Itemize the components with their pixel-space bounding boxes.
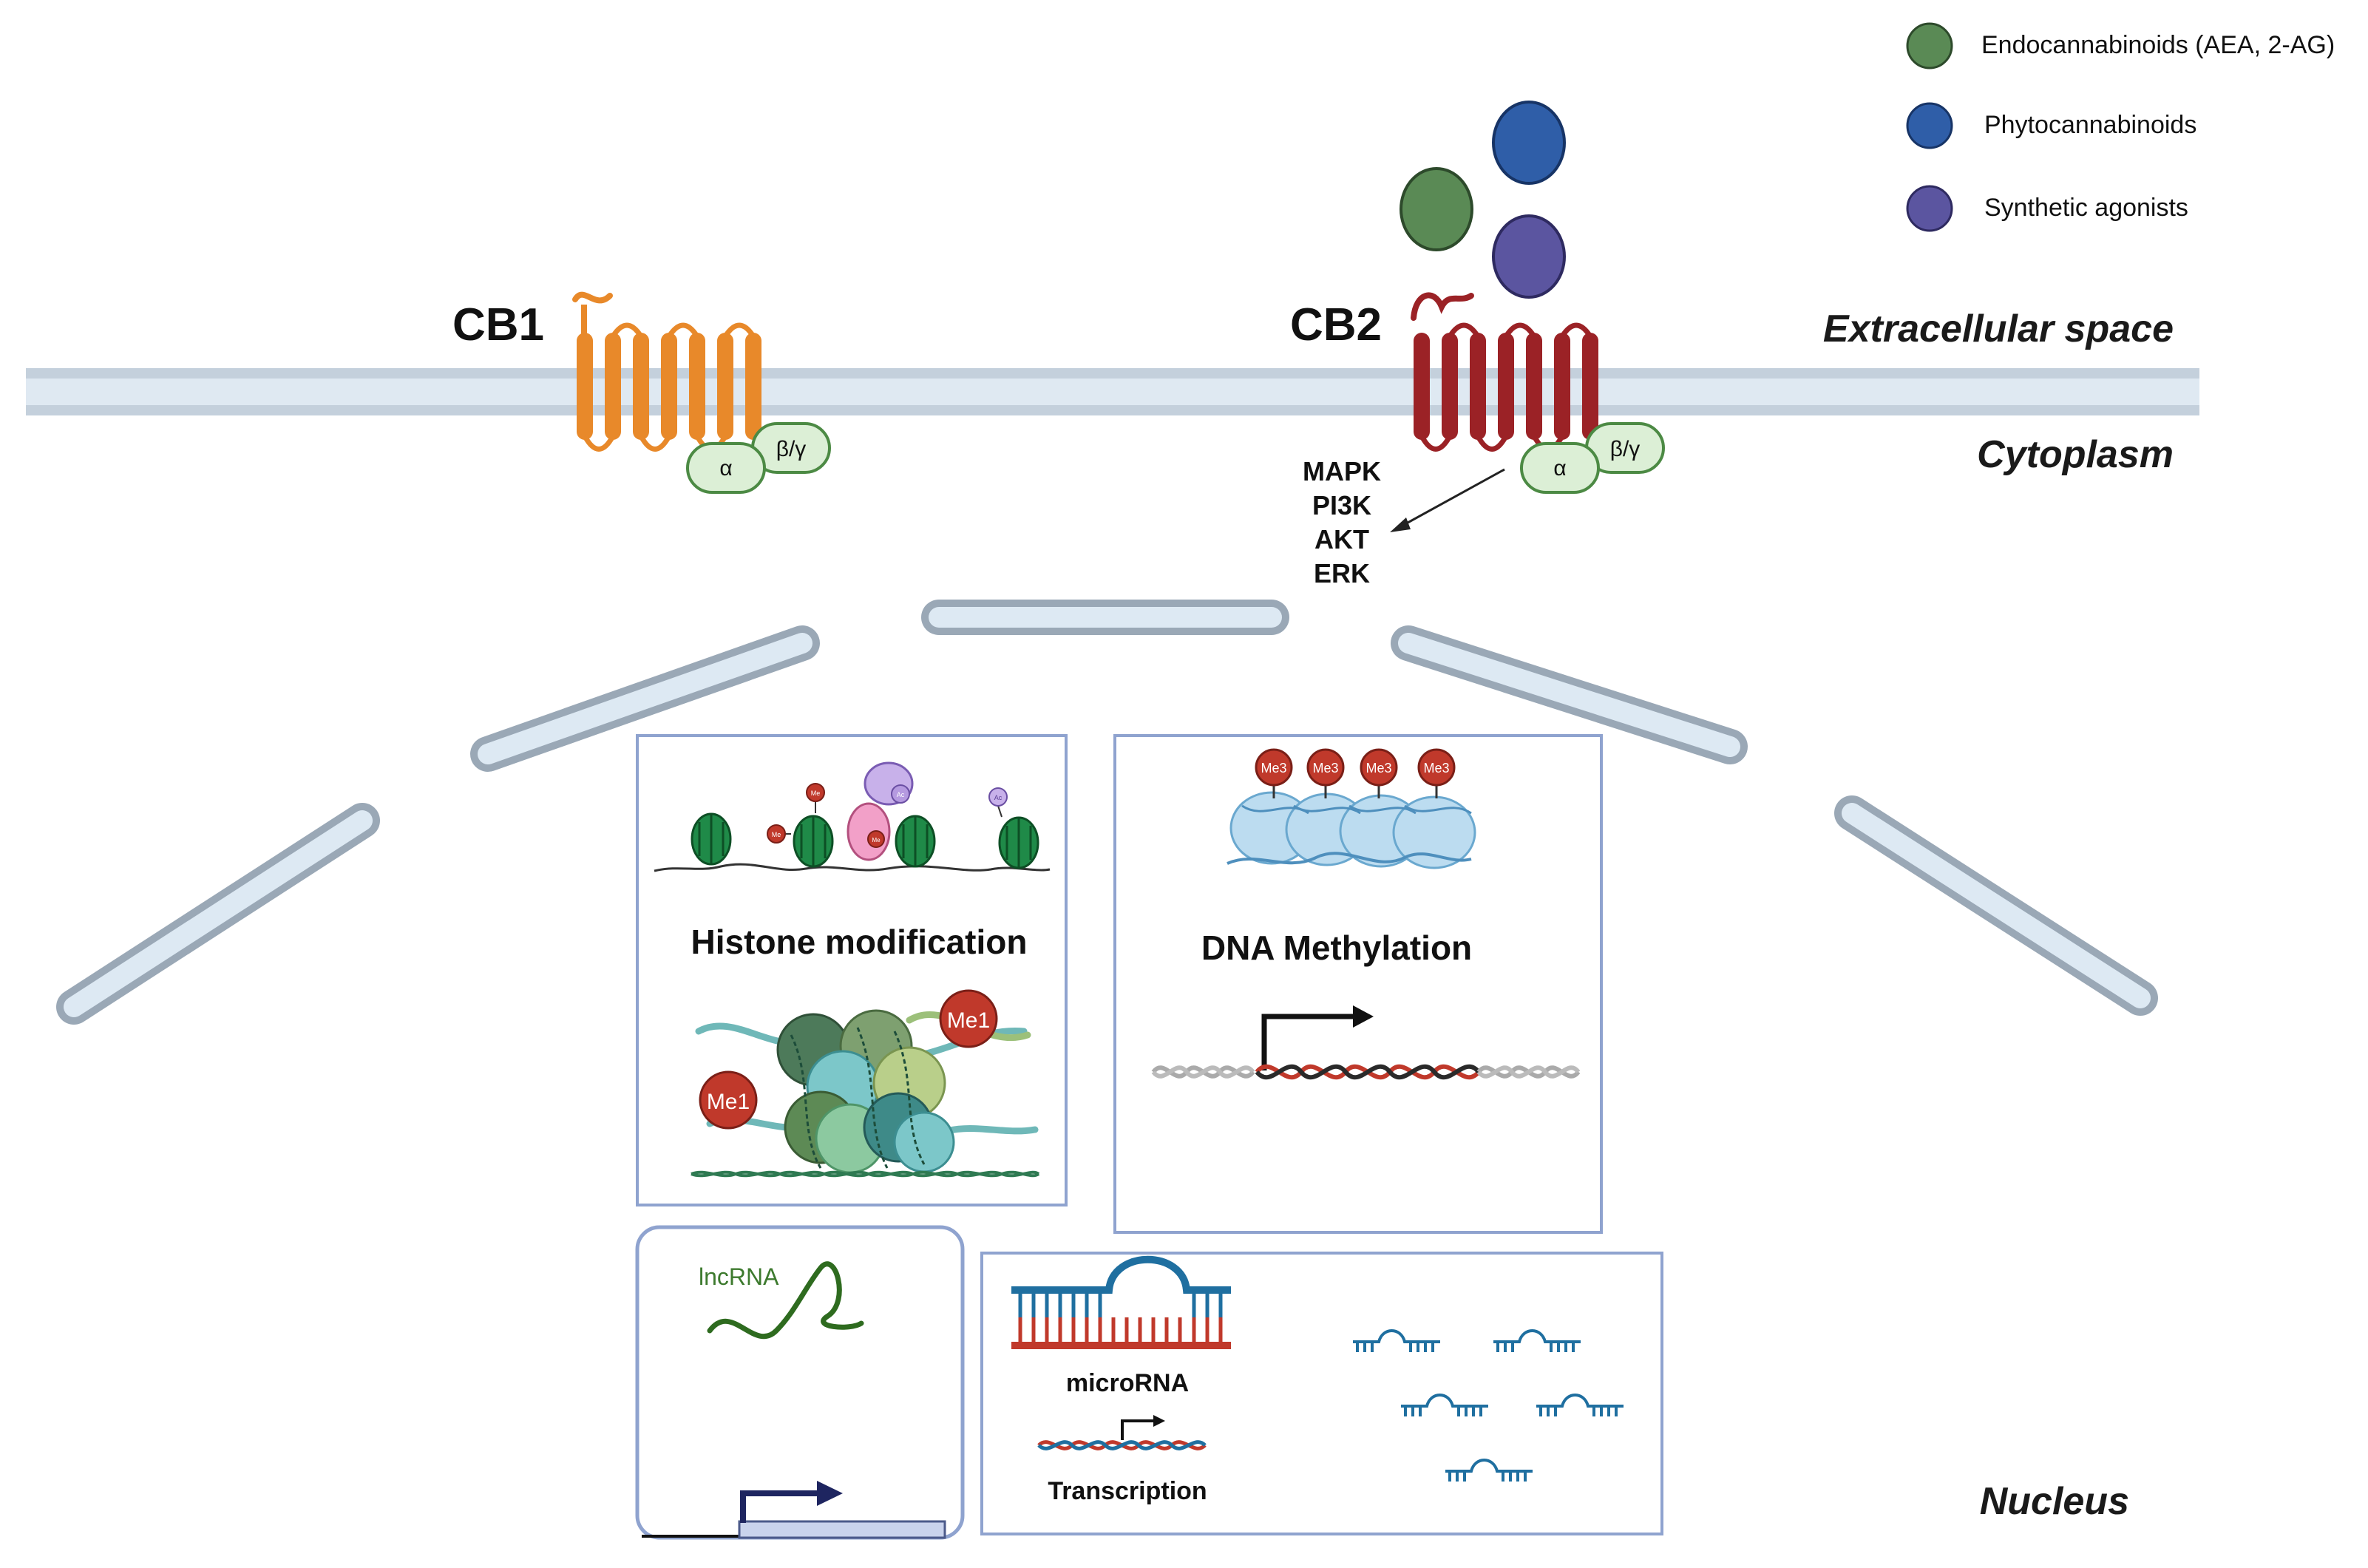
svg-text:Me3: Me3 — [1312, 761, 1338, 775]
envelope-segment-1 — [56, 803, 380, 1025]
legend-endocannabinoid-dot — [1906, 22, 1953, 69]
histone-me-mark: Me — [806, 783, 825, 813]
cb1-g-alpha-label: α — [719, 456, 732, 481]
phytocannabinoid-ligand — [1492, 101, 1566, 185]
cb2-g-protein: β/γ α — [1520, 422, 1665, 494]
me1-mark-right: Me1 — [939, 989, 998, 1048]
plasma-membrane — [26, 368, 2199, 415]
svg-text:Me3: Me3 — [1423, 761, 1449, 775]
legend-synthetic-label: Synthetic agonists — [1984, 194, 2188, 222]
synthetic-agonist-ligand — [1492, 214, 1566, 299]
legend-phytocannabinoid-label: Phytocannabinoids — [1984, 111, 2196, 139]
lncrna-strand — [707, 1261, 864, 1340]
svg-text:Me1: Me1 — [947, 1008, 990, 1033]
legend: Endocannabinoids (AEA, 2-AG) Phytocannab… — [1906, 22, 2335, 232]
me3-mark-3: Me3 — [1360, 748, 1398, 798]
mature-mirna — [1353, 1329, 1440, 1352]
nucleus-label: Nucleus — [1980, 1480, 2129, 1523]
dna-methylation-panel: Me3 Me3 Me3 Me3 DNA Methylation — [1113, 734, 1603, 1234]
mature-mirna-set — [1353, 1329, 1624, 1482]
dna-helix — [1151, 1064, 1581, 1080]
svg-text:Me3: Me3 — [1365, 761, 1391, 775]
histone-ac-mark: Ac — [891, 784, 910, 804]
signaling-arrow — [1390, 468, 1505, 532]
legend-endocannabinoid-label: Endocannabinoids (AEA, 2-AG) — [1981, 31, 2335, 59]
nuclear-envelope — [56, 600, 2158, 1025]
me3-mark-1: Me3 — [1255, 748, 1293, 798]
microrna-duplex — [1011, 1255, 1231, 1349]
mature-mirna — [1536, 1394, 1624, 1416]
histone-modification-panel: Me Me Me Ac Ac Histone modification — [636, 734, 1068, 1206]
envelope-segment-5 — [1834, 795, 2158, 1016]
svg-text:Me: Me — [811, 790, 821, 797]
cb1-label: CB1 — [452, 299, 544, 350]
svg-text:Me: Me — [772, 831, 781, 838]
dna-methylation-title: DNA Methylation — [1201, 929, 1472, 967]
promoter-arrow — [1261, 1005, 1374, 1070]
mature-mirna — [1445, 1459, 1533, 1482]
svg-text:Ac: Ac — [897, 791, 905, 798]
microrna-panel: microRNA Transcription — [980, 1252, 1663, 1535]
ligands — [1400, 101, 1566, 299]
svg-text:Me3: Me3 — [1261, 761, 1286, 775]
cb2-label: CB2 — [1290, 299, 1382, 350]
legend-phytocannabinoid-dot — [1906, 102, 1953, 149]
lncrna-label: lncRNA — [699, 1263, 779, 1290]
histone-ac-mark-2: Ac — [988, 787, 1008, 818]
pathway-akt: AKT — [1314, 524, 1369, 554]
transcription-label: Transcription — [1048, 1477, 1207, 1505]
histone-me-mark-3: Me — [867, 830, 885, 848]
histone-me-mark-2: Me — [767, 824, 791, 844]
nucleosome-bands — [698, 815, 1032, 867]
lncrna-panel: lncRNA — [635, 1225, 965, 1540]
cb1-g-protein: β/γ α — [686, 422, 831, 494]
cb1-g-betagamma-label: β/γ — [776, 437, 807, 461]
lncrna-gene — [642, 1481, 946, 1539]
pathway-pi3k: PI3K — [1312, 490, 1371, 520]
transcription-helix — [1037, 1415, 1207, 1450]
legend-synthetic-dot — [1906, 185, 1953, 232]
pathway-erk: ERK — [1314, 558, 1370, 588]
histone-modification-title: Histone modification — [691, 923, 1028, 961]
endocannabinoid-ligand — [1400, 167, 1473, 251]
mature-mirna — [1493, 1329, 1581, 1352]
envelope-segment-2 — [470, 625, 820, 772]
me3-mark-4: Me3 — [1417, 748, 1456, 798]
svg-text:Ac: Ac — [994, 794, 1003, 801]
histone-octamer — [691, 1009, 1040, 1178]
cb2-g-betagamma-label: β/γ — [1610, 437, 1641, 461]
svg-text:Me: Me — [872, 837, 881, 844]
microrna-label: microRNA — [1066, 1369, 1189, 1397]
extracellular-space-label: Extracellular space — [1823, 308, 2174, 350]
me3-mark-2: Me3 — [1306, 748, 1345, 798]
cb2-receptor — [1411, 292, 1598, 452]
pathway-list: MAPK PI3K AKT ERK — [1303, 456, 1381, 588]
svg-text:Me1: Me1 — [707, 1090, 750, 1114]
envelope-segment-4 — [1391, 625, 1748, 764]
cb2-g-alpha-label: α — [1553, 456, 1566, 481]
cb1-receptor — [572, 291, 761, 452]
pathway-mapk: MAPK — [1303, 456, 1381, 486]
mature-mirna — [1401, 1394, 1488, 1416]
me1-mark-left: Me1 — [699, 1070, 758, 1130]
cytoplasm-label: Cytoplasm — [1977, 433, 2174, 476]
reader-protein-pink — [847, 802, 891, 861]
